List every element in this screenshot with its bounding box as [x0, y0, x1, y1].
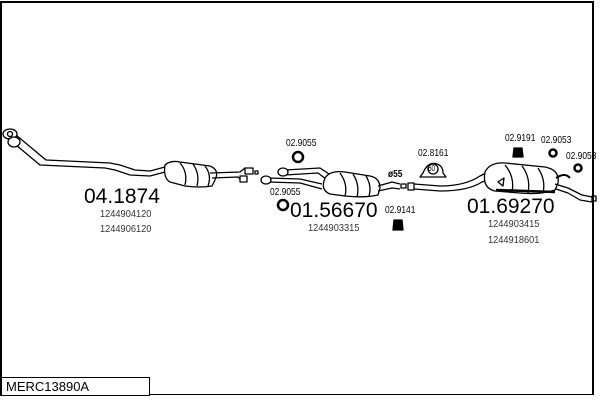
part-number-middle-silencer[interactable]: 01.56670 [290, 199, 378, 222]
rubber-mount-icon [392, 219, 404, 231]
oem-number: 1244903315 [308, 222, 360, 234]
part-number-front-pipe[interactable]: 04.1874 [84, 185, 160, 208]
accessory-label[interactable]: 02.9055 [286, 137, 317, 149]
accessory-label[interactable]: 02.9053 [541, 134, 572, 146]
rubber-ring-icon [276, 198, 290, 212]
oem-number: 1244918601 [488, 234, 540, 246]
clamp-icon-inner [427, 163, 439, 175]
part-number-rear-silencer[interactable]: 01.69270 [467, 195, 555, 218]
rubber-ring-icon [573, 163, 583, 173]
pipe-diameter-label: ø55 [388, 168, 403, 180]
oem-number: 1244906120 [100, 223, 152, 235]
rubber-ring-icon [548, 148, 558, 158]
front-pipe-drawing [2, 128, 259, 188]
accessory-label[interactable]: 02.8161 [418, 147, 449, 159]
oem-number: 1244904120 [100, 208, 152, 220]
accessory-label[interactable]: 02.9191 [505, 132, 536, 144]
reference-code-box: MERC13890A [0, 377, 150, 396]
reference-code: MERC13890A [6, 379, 90, 394]
rubber-ring-icon [291, 150, 305, 164]
rubber-mount-icon [512, 147, 524, 158]
accessory-label[interactable]: 02.9141 [385, 204, 416, 216]
clamp-size-label: 60 [428, 164, 436, 173]
accessory-label[interactable]: 02.9053 [566, 150, 597, 162]
rear-silencer-drawing [413, 162, 597, 203]
diagram-frame [0, 1, 594, 395]
oem-number: 1244903415 [488, 218, 540, 230]
middle-silencer-drawing [260, 167, 415, 198]
accessory-label[interactable]: 02.9055 [270, 186, 301, 198]
